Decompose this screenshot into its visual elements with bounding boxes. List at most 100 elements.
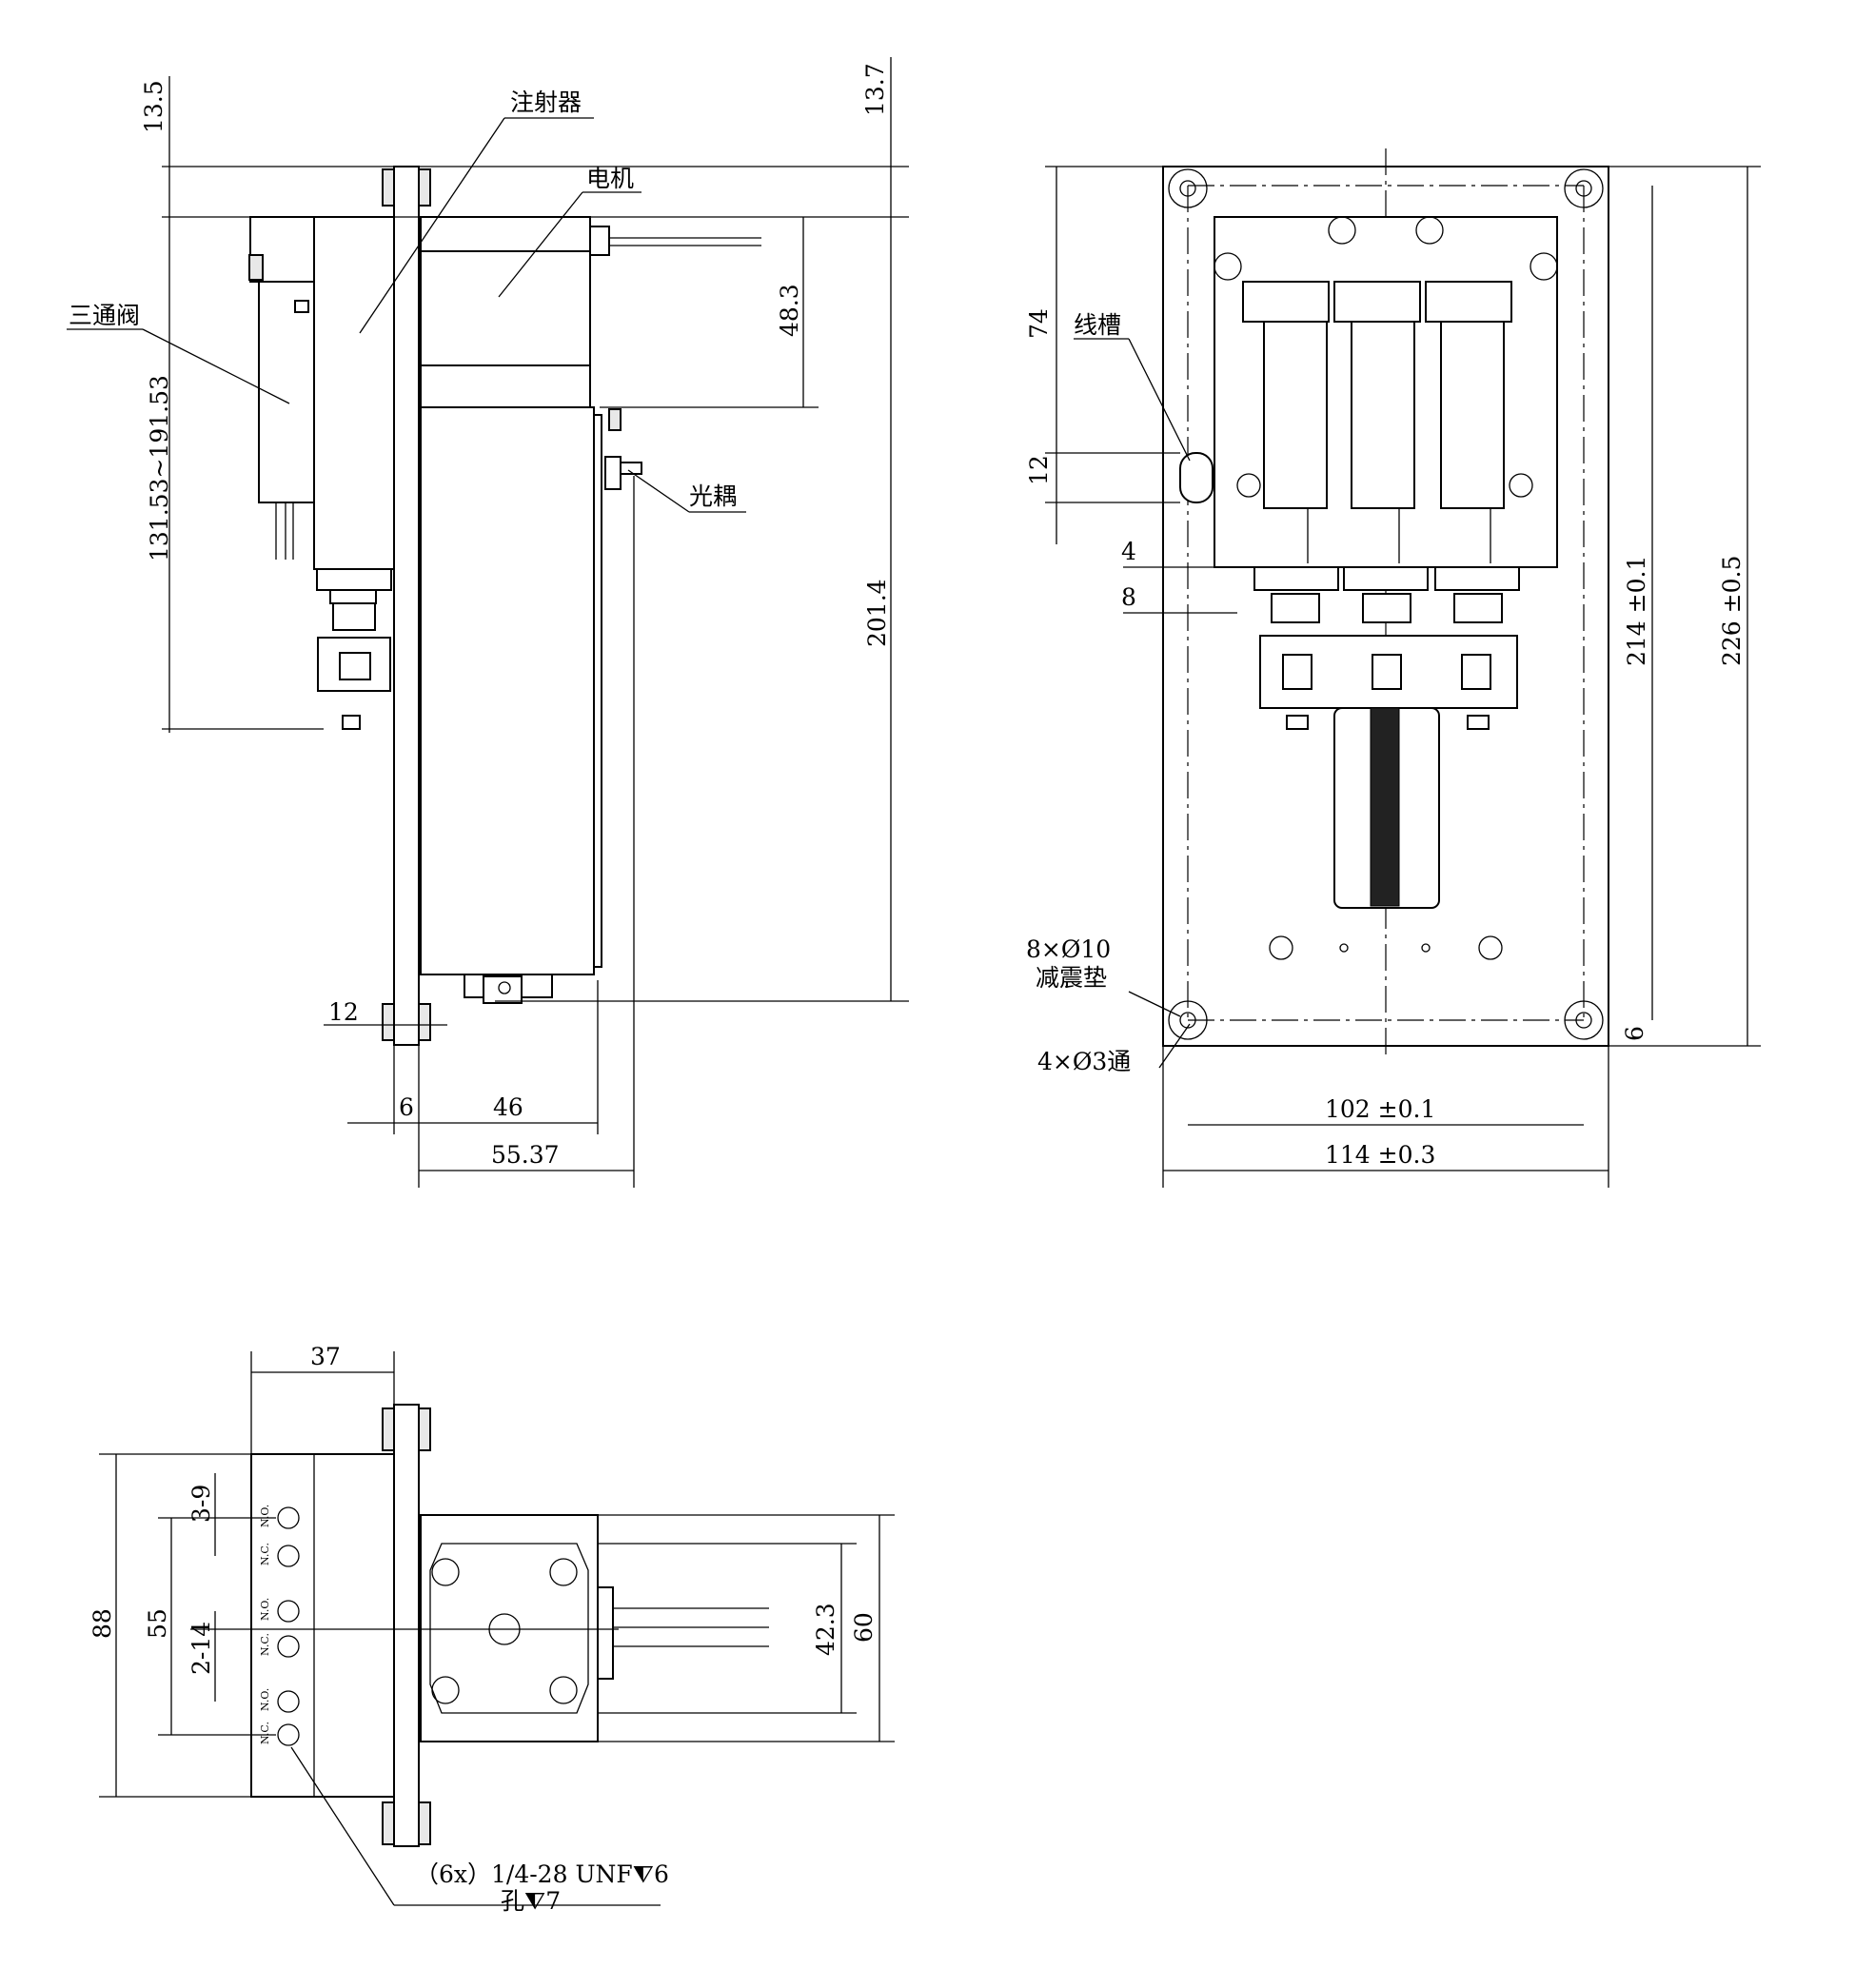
- front-corner-hole-br: [1564, 1000, 1604, 1040]
- motor-body: [420, 216, 591, 408]
- front-bottom-hole-2: [1339, 943, 1349, 953]
- leader-motor: [498, 191, 583, 298]
- leader-damper: [1128, 991, 1181, 1017]
- tv-dim-2-14: 2-14: [188, 1622, 215, 1675]
- tv-dim-55: 55: [144, 1608, 171, 1639]
- front-wire-slot: [1179, 452, 1214, 503]
- dim-plate-6: 6: [399, 1093, 414, 1121]
- front-clamp-screw-2: [1467, 715, 1490, 730]
- fv-dim-8: 8: [1121, 583, 1136, 611]
- front-syringe-2: [1351, 321, 1415, 509]
- side-mounting-plate: [393, 166, 420, 1046]
- linear-module-body: [420, 406, 595, 975]
- bottom-bracket-nut: [483, 975, 523, 1004]
- front-clamp-slot-1: [1282, 654, 1312, 690]
- front-valve-head-3: [1425, 281, 1512, 323]
- front-screw-1: [1328, 216, 1356, 245]
- top-motor-flange: [420, 1514, 599, 1742]
- leader-wire-slot: [1128, 338, 1191, 462]
- label-hole-spec: 孔⧨7: [501, 1887, 561, 1915]
- fv-dim-226: 226 ±0.5: [1718, 556, 1746, 666]
- dim-body-46: 46: [493, 1093, 523, 1121]
- tv-dim-3-9: 3-9: [188, 1485, 215, 1523]
- port-1: [277, 1506, 300, 1529]
- bottom-bracket-hole: [498, 981, 511, 994]
- front-cap-3: [1434, 566, 1520, 591]
- top-plate-lug-1: [382, 1407, 395, 1451]
- fv-dim-12: 12: [1025, 455, 1053, 485]
- front-nut-1: [1271, 593, 1320, 623]
- syringe-clamp-inner: [339, 652, 371, 680]
- tv-dim-42-3: 42.3: [812, 1603, 839, 1656]
- front-screw-4: [1530, 252, 1558, 281]
- front-corner-hole-tr: [1564, 168, 1604, 208]
- top-motor-screw-4: [549, 1676, 578, 1704]
- front-cap-2: [1343, 566, 1429, 591]
- dim-201-4: 201.4: [863, 579, 891, 647]
- port-column: N.O. N.C. N.O. N.C. N.O. N.C.: [259, 1505, 300, 1746]
- syringe-cap: [316, 568, 392, 591]
- front-corner-hole-tl: [1168, 168, 1208, 208]
- dim-48-3: 48.3: [776, 284, 803, 337]
- front-valve-head-1: [1242, 281, 1330, 323]
- top-motor-chamfer: [429, 1543, 589, 1714]
- fv-dim-6: 6: [1621, 1026, 1648, 1041]
- front-corner-hole-bl: [1168, 1000, 1208, 1040]
- front-clamp-slot-2: [1372, 654, 1402, 690]
- leader-syringe: [359, 117, 505, 334]
- port-label-5: N.O.: [259, 1688, 271, 1711]
- label-damper-name: 减震垫: [1036, 964, 1107, 992]
- leader-through-hole: [1158, 1023, 1191, 1069]
- label-damper-qty: 8×Ø10: [1026, 935, 1111, 963]
- front-corner-hole-tr-inner: [1575, 180, 1592, 197]
- top-plate-lug-4: [418, 1801, 431, 1845]
- tv-dim-37: 37: [310, 1343, 341, 1370]
- label-motor: 电机: [586, 165, 634, 192]
- motor-connector: [589, 226, 610, 256]
- front-bottom-hole-3: [1421, 943, 1431, 953]
- label-through-hole: 4×Ø3通: [1037, 1048, 1131, 1075]
- front-cap-1: [1253, 566, 1339, 591]
- port-label-6: N.C.: [259, 1722, 271, 1744]
- front-bottom-hole-4: [1478, 935, 1503, 960]
- optocoupler-tab: [620, 462, 642, 475]
- label-three-way-valve: 三通阀: [69, 302, 140, 329]
- optocoupler-body: [604, 456, 622, 490]
- side-plate-lug-bottom: [382, 1003, 395, 1041]
- label-thread-spec: （6x）1/4-28 UNF⧨6: [415, 1860, 669, 1888]
- linear-module-edge: [593, 414, 602, 968]
- side-plate-lug-top: [382, 168, 395, 207]
- valve-knob: [294, 300, 309, 313]
- fv-dim-102: 102 ±0.1: [1325, 1095, 1435, 1123]
- syringe-screw: [342, 715, 361, 730]
- front-syringe-3: [1440, 321, 1505, 509]
- top-motor-connector: [597, 1586, 614, 1680]
- front-corner-hole-tl-inner: [1179, 180, 1196, 197]
- front-screw-3: [1214, 252, 1242, 281]
- side-view: 三通阀 注射器 电机 光耦 13.5 13.7 48.3 131.53~191.…: [67, 57, 909, 1188]
- leader-opto: [627, 469, 690, 513]
- tv-dim-60: 60: [850, 1612, 878, 1643]
- front-screw-6: [1509, 473, 1533, 498]
- fv-dim-214: 214 ±0.1: [1623, 556, 1650, 666]
- front-lead-screw: [1370, 707, 1400, 907]
- side-plate-lug-top-right: [418, 168, 431, 207]
- dim-13-5: 13.5: [140, 80, 168, 133]
- port-5: [277, 1690, 300, 1713]
- label-syringe: 注射器: [510, 89, 582, 116]
- top-valve-block: [250, 1453, 395, 1798]
- dim-stroke-range: 131.53~191.53: [146, 375, 173, 561]
- top-plate-lug-2: [418, 1407, 431, 1451]
- valve-tab: [248, 254, 264, 281]
- front-view: 线槽 8×Ø10 减震垫 4×Ø3通 74 12 4 8 214 ±0.1 22…: [1025, 148, 1761, 1188]
- front-screw-5: [1236, 473, 1261, 498]
- label-wire-slot: 线槽: [1074, 311, 1121, 339]
- side-plate-lug-bottom-right: [418, 1003, 431, 1041]
- front-syringe-1: [1263, 321, 1328, 509]
- tv-dim-88: 88: [89, 1608, 116, 1639]
- dim-depth-55-37: 55.37: [491, 1141, 560, 1169]
- leader-valve: [142, 328, 290, 404]
- front-screw-2: [1415, 216, 1444, 245]
- front-valve-head-2: [1333, 281, 1421, 323]
